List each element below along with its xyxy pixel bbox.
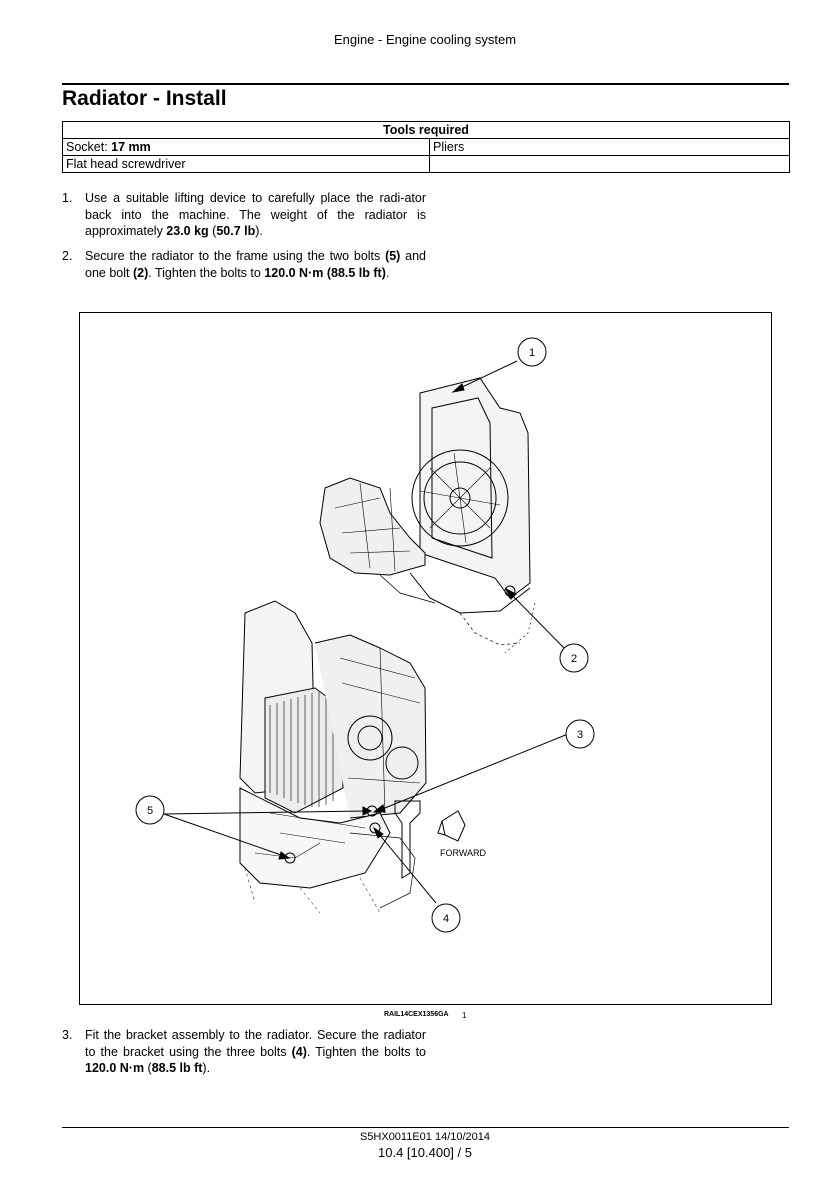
text-run: ( [144, 1061, 152, 1075]
callout-5 [135, 795, 165, 825]
tool-value: 17 mm [111, 140, 151, 154]
tool-label: Flat head screwdriver [66, 157, 186, 171]
tool-cell [429, 155, 790, 173]
text-run: ). [202, 1061, 211, 1075]
text-run-bold: 88.5 lb ft [151, 1061, 203, 1075]
forward-label: FORWARD [440, 848, 486, 858]
callout-label: 3 [577, 729, 583, 741]
tool-label: Socket: [66, 140, 112, 154]
text-run: . [385, 265, 390, 280]
figure-caption: RAIL14CEX1356GA [384, 1011, 449, 1018]
text-run-bold: (2) [132, 265, 149, 280]
tool-cell: Flat head screwdriver [62, 155, 430, 173]
step-1: 1. Use a suitable lifting device to care… [62, 190, 426, 240]
text-run-bold: (5) [385, 249, 401, 263]
text-run: ). [255, 224, 263, 238]
text-run-bold: (88.5 lb ft) [326, 265, 386, 280]
step-3: 3. Fit the bracket assembly to the radia… [62, 1027, 426, 1077]
step-number: 2. [62, 249, 73, 263]
text-run: Secure the radiator to the frame using t… [85, 249, 386, 263]
text-run-bold: 120.0 N·m [264, 265, 324, 280]
step-number: 1. [62, 191, 73, 205]
radiator-install-figure: 1 2 3 4 5 FORWARD [79, 312, 772, 1005]
step-text: Secure the radiator to the frame using t… [85, 248, 426, 281]
footer-rule [62, 1127, 789, 1128]
callout-label: 5 [147, 805, 153, 817]
callout-3 [565, 719, 595, 749]
page-header-title: Engine - Engine cooling system [333, 32, 517, 47]
text-run: Fit the bracket assembly to the radiator… [85, 1028, 426, 1059]
callout-1 [517, 337, 547, 367]
text-run-bold: 23.0 kg [166, 224, 209, 238]
footer-doc-code: S5HX0011E01 14/10/2014 [359, 1131, 491, 1143]
tools-required-table: Tools required Socket: 17 mm Pliers Flat… [62, 121, 790, 173]
table-row: Flat head screwdriver [62, 155, 790, 173]
text-run: and one bolt [85, 249, 426, 280]
step-number: 3. [62, 1028, 73, 1042]
section-title: Radiator - Install [62, 87, 227, 110]
text-run: . Tighten the bolts to [306, 1044, 426, 1059]
text-run: . Tighten the bolts to [148, 265, 265, 280]
step-2: 2. Secure the radiator to the frame usin… [62, 248, 426, 281]
step-text: Fit the bracket assembly to the radiator… [85, 1027, 426, 1077]
footer-page-number: 10.4 [10.400] / 5 [378, 1145, 472, 1160]
figure-number: 1 [462, 1011, 467, 1020]
text-run: Use a suitable lifting device to careful… [85, 191, 426, 238]
text-run-bold: 120.0 N·m [85, 1061, 145, 1075]
callout-label: 4 [443, 913, 449, 925]
radiator-illustration: 1 2 3 4 5 FORWARD [135, 337, 595, 933]
tool-cell: Socket: 17 mm [62, 138, 430, 156]
text-run-bold: 50.7 lb [216, 224, 256, 238]
header-rule [62, 83, 789, 85]
step-text: Use a suitable lifting device to careful… [85, 190, 426, 240]
callout-2 [559, 643, 589, 673]
tool-cell: Pliers [429, 138, 790, 156]
table-row: Socket: 17 mm Pliers [62, 138, 790, 156]
tools-heading: Tools required [62, 121, 790, 139]
text-run: ( [208, 224, 217, 238]
text-run-bold: (4) [291, 1044, 307, 1059]
callout-label: 1 [529, 347, 535, 359]
callout-4 [431, 903, 461, 933]
callout-label: 2 [571, 653, 577, 665]
